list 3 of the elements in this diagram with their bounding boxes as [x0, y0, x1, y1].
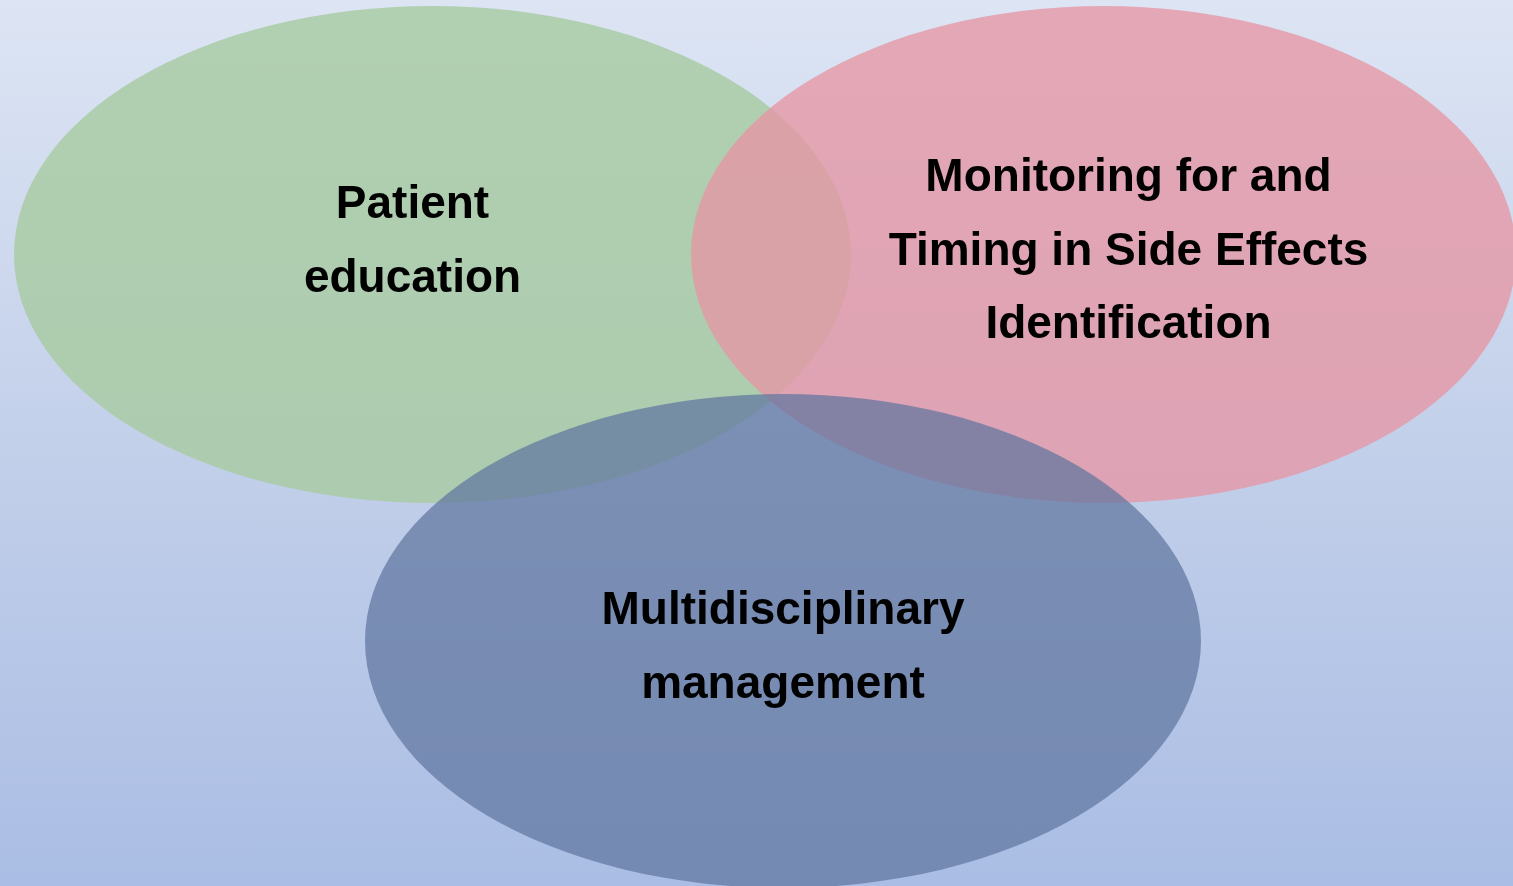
- ellipse-label: Patient education: [302, 174, 523, 304]
- ellipse-label: Monitoring for and Timing in Side Effects Identification: [887, 148, 1370, 351]
- ellipse-label: Multidisciplinary management: [600, 581, 966, 710]
